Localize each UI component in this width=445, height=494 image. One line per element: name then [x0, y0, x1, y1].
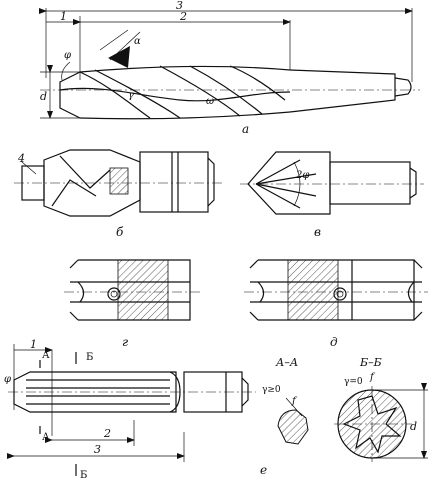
section-mark-b-bottom: Б	[80, 470, 87, 481]
caption-e: е	[260, 463, 267, 477]
e-dim-2-label: 2	[103, 427, 111, 440]
section-mark-b-top: Б	[86, 352, 93, 363]
section-aa-gamma: γ≥0	[262, 385, 281, 395]
diameter-label: d	[40, 90, 47, 103]
section-bb-diameter: d	[410, 420, 417, 433]
alpha-label: α	[134, 36, 141, 47]
omega-label: ω	[206, 96, 214, 107]
section-aa-f: f	[291, 396, 298, 407]
section-mark-a-bottom: А	[42, 432, 50, 443]
figure-b-counterbore: 4 б	[14, 149, 224, 239]
section-aa-title: А–А	[275, 356, 298, 369]
callout-4: 4	[17, 152, 25, 165]
section-bb-gamma: γ=0	[344, 377, 363, 387]
caption-b: б	[116, 225, 124, 239]
caption-v: в	[314, 225, 321, 239]
section-aa: А–А γ≥0 f	[262, 356, 309, 445]
section-bb-title: Б–Б	[359, 356, 382, 369]
figure-g-insert-blade-tool: г	[64, 259, 200, 349]
section-mark-a-top: А	[42, 350, 50, 361]
caption-dd: д	[330, 335, 338, 349]
gamma-label: γ	[128, 90, 134, 101]
caption-a: а	[242, 122, 249, 136]
e-dim-1-label: 1	[30, 338, 37, 351]
angle-2phi-label: 2φ	[295, 170, 309, 181]
figure-e-reamer: 1 2 3 φ А А Б Б е	[4, 338, 267, 481]
section-bb-f: f	[369, 372, 376, 383]
cutting-edge-shade	[108, 46, 130, 68]
e-dim-3-label: 3	[94, 443, 101, 456]
caption-g: г	[122, 335, 128, 349]
dim-3-label: 3	[176, 0, 183, 12]
phi-label: φ	[64, 50, 71, 61]
figure-d-double-sided-tool: д	[244, 259, 428, 349]
dim-2-label: 2	[179, 10, 187, 23]
section-bb: Б–Б γ=0 f d	[334, 356, 428, 462]
dim-1-label: 1	[60, 10, 67, 23]
e-phi-label: φ	[4, 374, 11, 385]
figure-a-twist-drill: 3 2 1 d α φ γ ω а	[39, 0, 420, 136]
figure-v-countersink: 2φ в	[240, 151, 424, 239]
